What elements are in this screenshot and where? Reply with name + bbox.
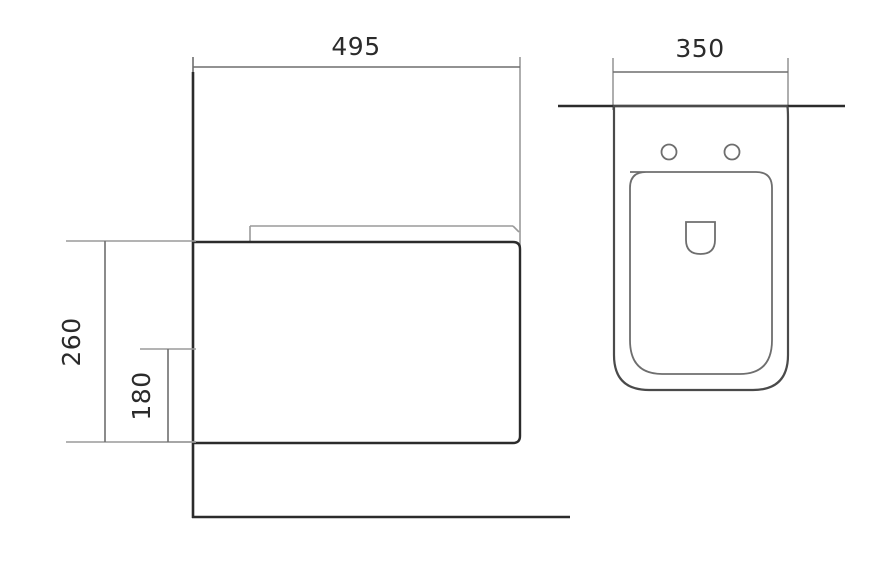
bolt-hole-left-icon [660, 143, 678, 161]
bowl-outline-side [193, 240, 522, 445]
seat-lip-corner-line [512, 225, 520, 233]
side-elevation-view: 495 260 180 [57, 32, 570, 519]
dim-180-label: 180 [127, 371, 156, 420]
inner-bowl-outline-plan [629, 171, 773, 375]
outer-outline-plan [612, 104, 790, 392]
bolt-hole-right-icon [723, 143, 741, 161]
dim-260-label: 260 [57, 317, 86, 366]
dim-495-label: 495 [331, 32, 380, 61]
plan-view: 350 [558, 34, 845, 392]
dim-350-label: 350 [675, 34, 724, 63]
drain-outlet-icon [685, 221, 716, 255]
